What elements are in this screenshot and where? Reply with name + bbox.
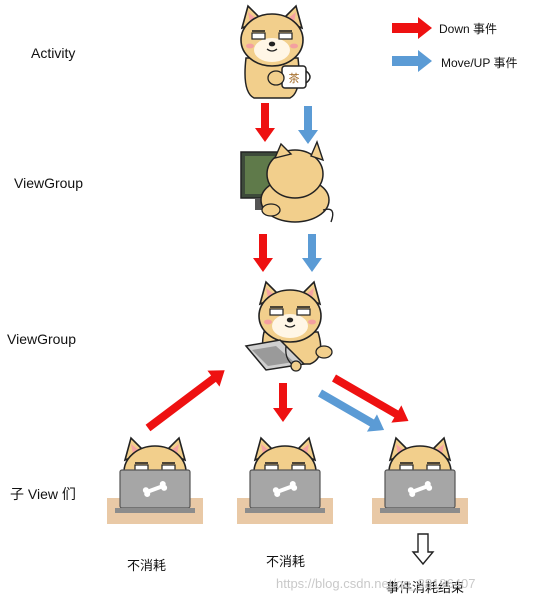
watermark: https://blog.csdn.net/qq_38196407 (276, 576, 476, 591)
down-arrow-viewgroup-to-viewgroup (253, 234, 273, 272)
child-2-status: 不消耗 (266, 554, 306, 569)
legend-move-up-arrow (392, 50, 432, 72)
child-1-status: 不消耗 (127, 558, 167, 573)
move-up-arrow-to-child-3 (318, 389, 385, 432)
label-viewgroup-2: ViewGroup (7, 331, 77, 347)
legend-down-arrow (392, 17, 432, 39)
shiba-computer-icon (240, 140, 334, 223)
label-activity: Activity (31, 45, 76, 61)
move-up-arrow-activity-to-viewgroup (298, 106, 318, 144)
legend-move-up-label: Move/UP 事件 (441, 56, 518, 70)
down-arrow-activity-to-viewgroup (255, 103, 275, 142)
down-arrow-to-child-3 (332, 374, 409, 423)
label-viewgroup-1: ViewGroup (14, 175, 84, 191)
legend-down-label: Down 事件 (439, 22, 498, 36)
label-child-views: 子 View 们 (10, 486, 76, 502)
down-arrow-to-child-1 (145, 370, 225, 432)
move-up-arrow-viewgroup-to-viewgroup (302, 234, 322, 272)
child-view-3-shiba-laptop-icon (372, 438, 468, 524)
shiba-keyboard-icon (244, 281, 333, 372)
shiba-tea-icon: 茶 (240, 5, 311, 99)
child-view-2-shiba-laptop-icon (237, 438, 333, 524)
svg-text:茶: 茶 (289, 72, 300, 85)
consumed-hollow-arrow (411, 533, 435, 566)
child-3-status: 事件消耗结束 (386, 580, 465, 595)
child-view-1-shiba-laptop-icon (107, 438, 203, 524)
down-arrow-to-child-2 (273, 383, 293, 422)
